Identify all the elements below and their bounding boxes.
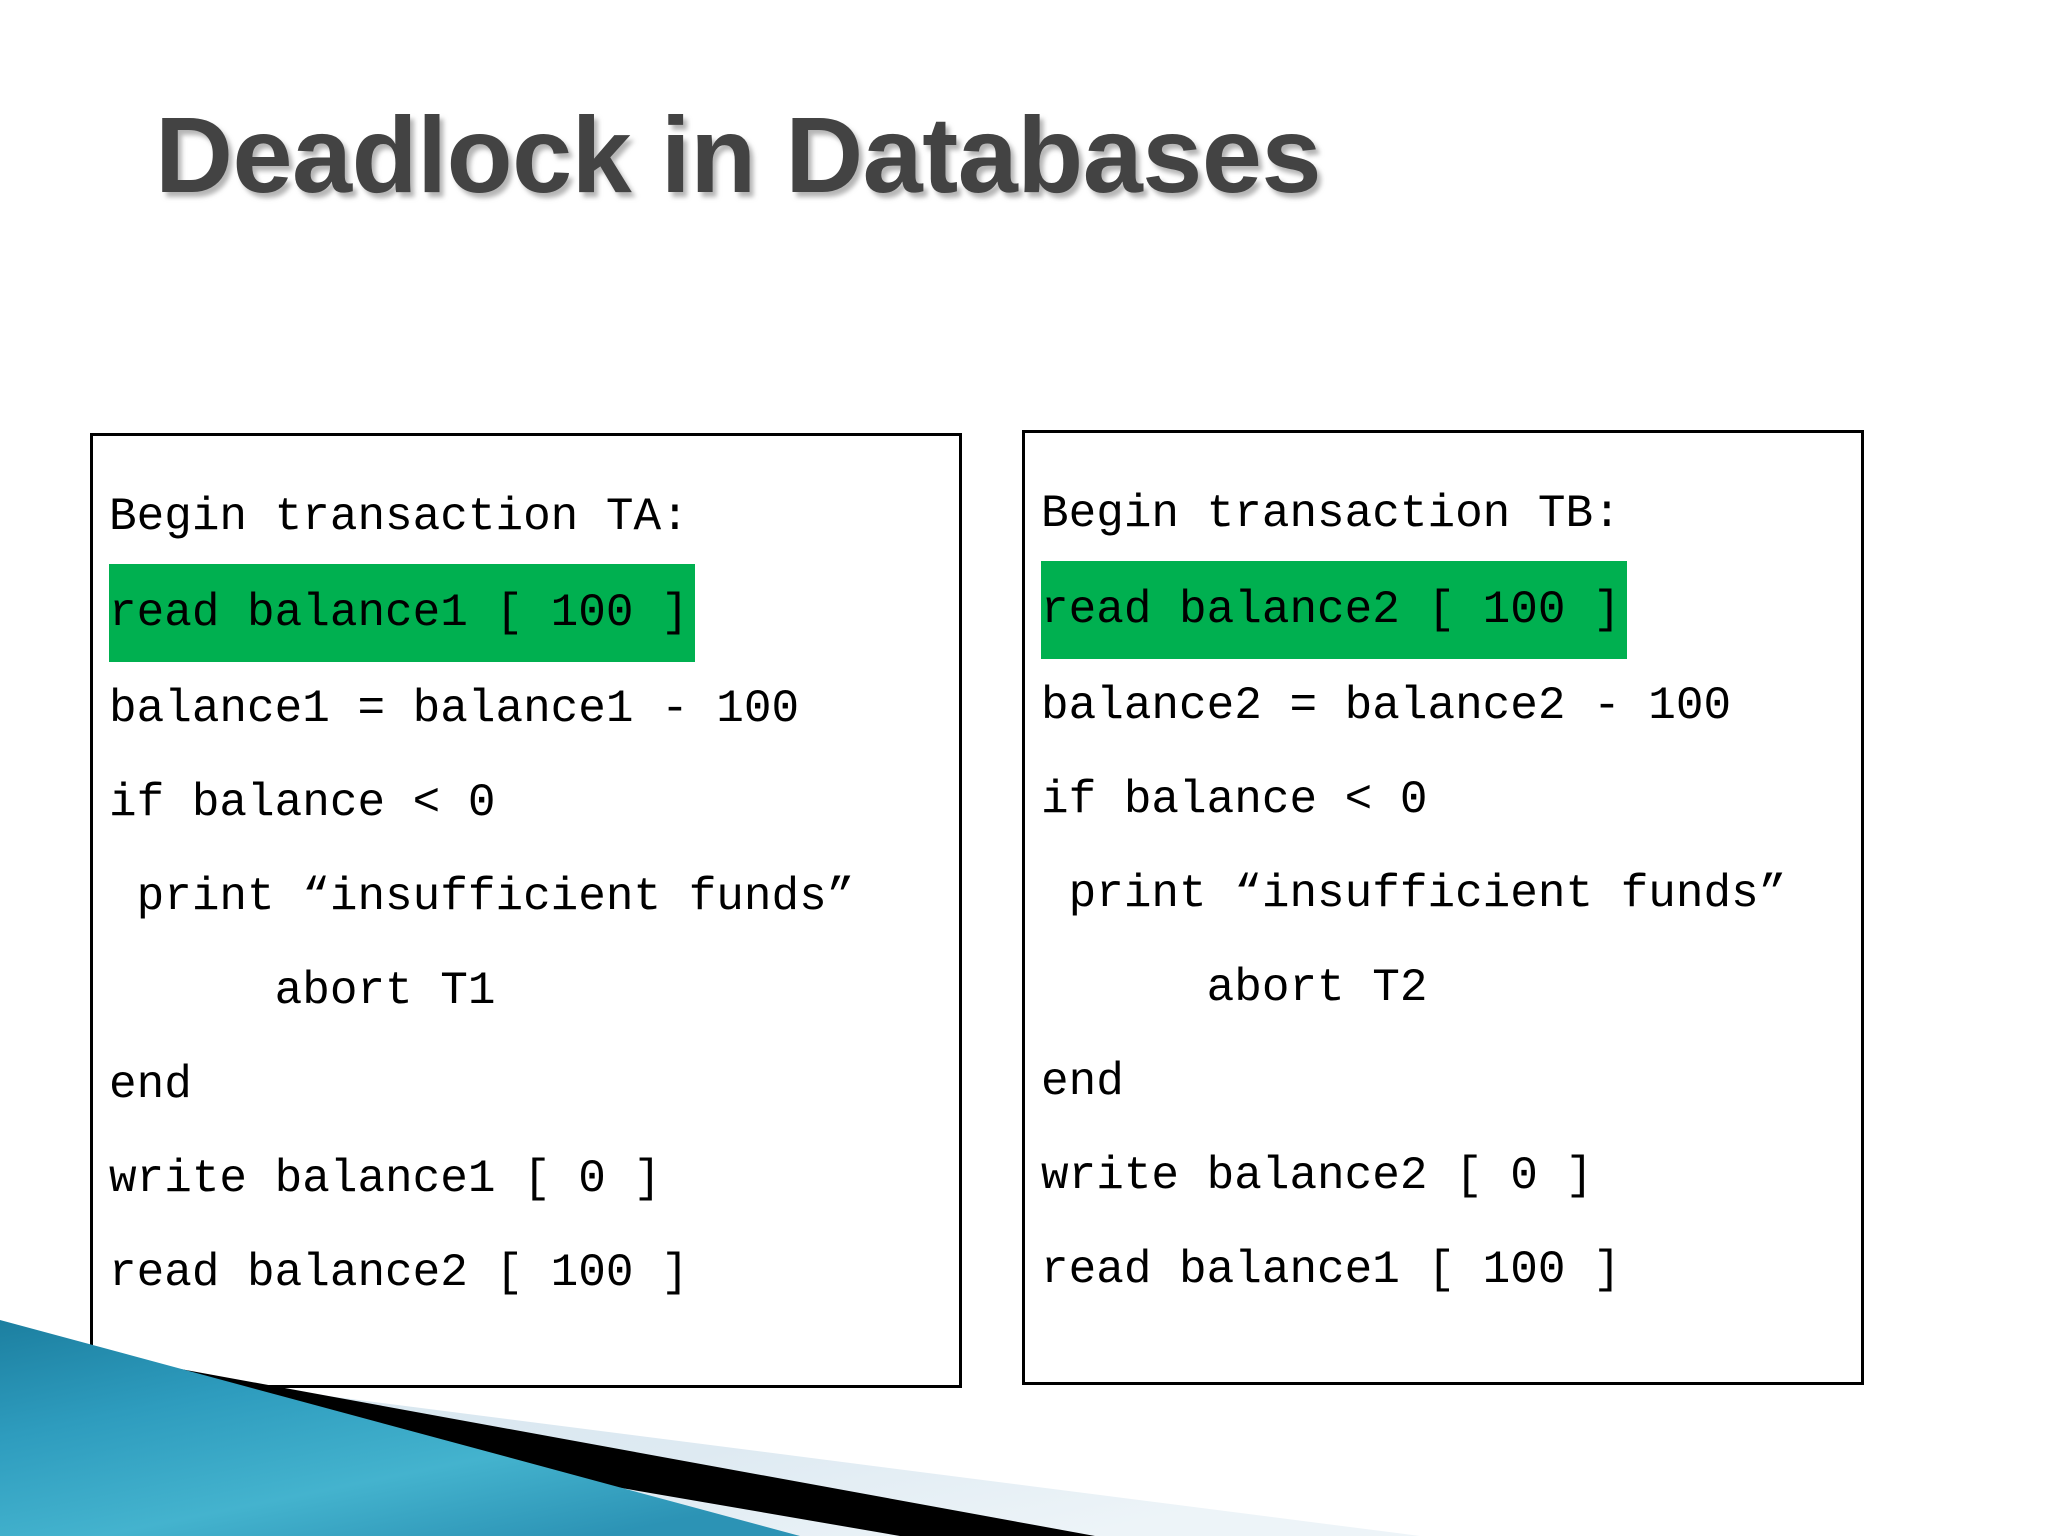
transaction-tb-code: Begin transaction TB: read balance2 [ 10… — [1025, 467, 1861, 1317]
code-line: balance1 = balance1 - 100 — [109, 683, 800, 735]
code-line: abort T2 — [1041, 962, 1428, 1014]
code-line: abort T1 — [109, 965, 496, 1017]
code-line: if balance < 0 — [1041, 774, 1428, 826]
code-line: Begin transaction TB: — [1041, 488, 1621, 540]
code-line-highlighted: read balance2 [ 100 ] — [1025, 561, 1861, 659]
code-line: write balance1 [ 0 ] — [109, 1153, 662, 1205]
transaction-tb-box: Begin transaction TB: read balance2 [ 10… — [1022, 430, 1864, 1385]
transaction-ta-box: Begin transaction TA: read balance1 [ 10… — [90, 433, 962, 1388]
transaction-ta-code: Begin transaction TA: read balance1 [ 10… — [93, 470, 959, 1320]
code-line-highlight-text: read balance1 [ 100 ] — [109, 564, 695, 662]
code-line: read balance1 [ 100 ] — [1041, 1244, 1621, 1296]
code-line: Begin transaction TA: — [109, 491, 689, 543]
code-line: print “insufficient funds” — [1041, 868, 1787, 920]
code-line-highlight-text: read balance2 [ 100 ] — [1041, 561, 1627, 659]
code-line: balance2 = balance2 - 100 — [1041, 680, 1732, 732]
code-line: read balance2 [ 100 ] — [109, 1247, 689, 1299]
code-line: if balance < 0 — [109, 777, 496, 829]
code-line: write balance2 [ 0 ] — [1041, 1150, 1594, 1202]
code-line-highlighted: read balance1 [ 100 ] — [93, 564, 959, 662]
page-title: Deadlock in Databases — [155, 94, 1322, 215]
code-line: print “insufficient funds” — [109, 871, 855, 923]
code-line: end — [1041, 1056, 1124, 1108]
code-line: end — [109, 1059, 192, 1111]
